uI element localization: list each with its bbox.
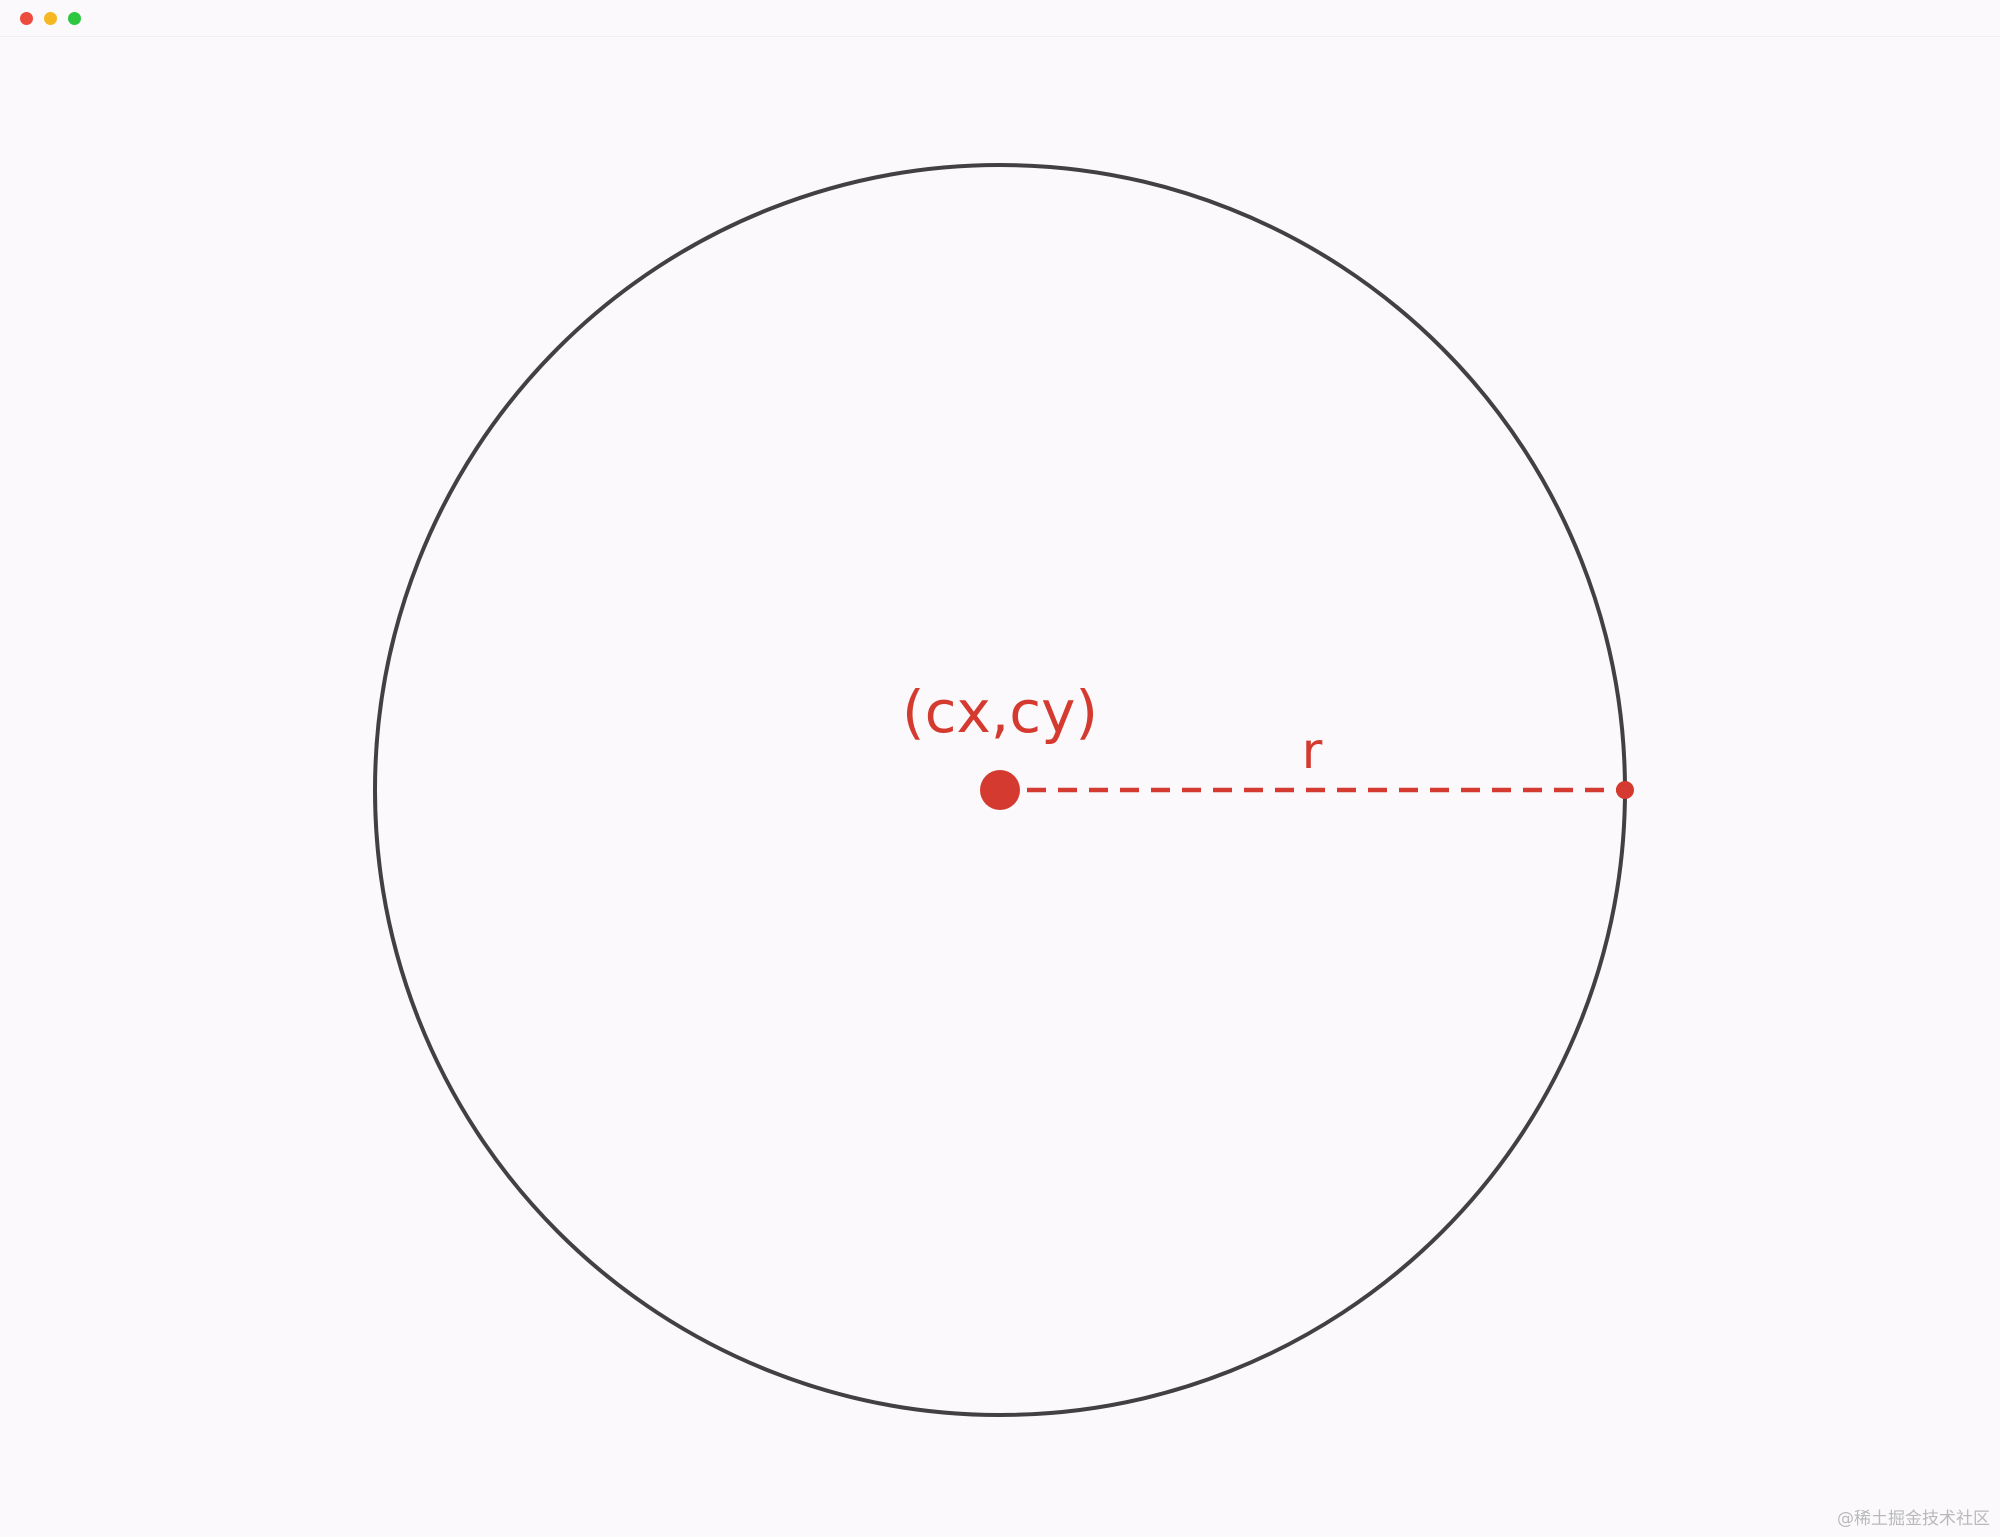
center-label: (cx,cy) [902, 678, 1098, 746]
watermark: @稀土掘金技术社区 [1837, 1509, 1990, 1529]
title-bar [0, 0, 2000, 37]
close-window-button[interactable] [20, 12, 33, 25]
zoom-window-button[interactable] [68, 12, 81, 25]
radius-label: r [1302, 722, 1323, 780]
center-point [980, 770, 1020, 810]
radius-endpoint [1616, 781, 1634, 799]
minimize-window-button[interactable] [44, 12, 57, 25]
